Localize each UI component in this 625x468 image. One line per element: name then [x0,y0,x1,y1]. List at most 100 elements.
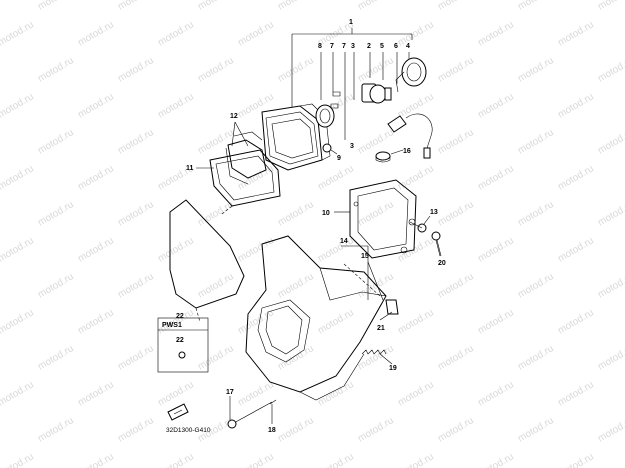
watermark-text: motod.ru [396,163,436,192]
headlight-bulb [361,83,392,104]
watermark-text: motod.ru [596,343,625,372]
watermark-text: motod.ru [436,415,476,444]
watermark-text: motod.ru [396,307,436,336]
callout-7: 7 [342,43,346,50]
watermark-text: motod.ru [436,127,476,156]
watermark-text: motod.ru [516,199,556,228]
callout-13: 13 [430,209,438,216]
callout-18: 18 [268,427,276,434]
headlight-lens-unit [261,103,331,171]
watermark-text: motod.ru [436,55,476,84]
watermark-text: motod.ru [476,235,516,264]
watermark-text: motod.ru [516,127,556,156]
watermark-text: motod.ru [316,379,356,408]
watermark-text: motod.ru [316,307,356,336]
bolt-13 [409,221,427,233]
watermark-text: motod.ru [236,19,276,48]
watermark-text: motod.ru [236,235,276,264]
callout-7: 7 [330,43,334,50]
watermark-text: motod.ru [396,451,436,468]
watermark-text: motod.ru [396,379,436,408]
bulb-cover [395,57,427,93]
watermark-text: motod.ru [156,451,196,468]
watermark-text: motod.ru [116,0,156,13]
callout-15: 15 [361,253,369,260]
watermark-text: motod.ru [316,163,356,192]
callout-10: 10 [322,210,330,217]
watermark-text: motod.ru [516,415,556,444]
front-arrow-icon [167,403,189,421]
watermark-text: motod.ru [356,415,396,444]
bolt-20 [431,231,441,257]
callout-2: 2 [367,43,371,50]
watermark-text: motod.ru [396,91,436,120]
watermark-text: motod.ru [356,0,396,13]
watermark-text: motod.ru [236,379,276,408]
small-bolt-9 [322,143,332,153]
callout-8: 8 [318,43,322,50]
watermark-text: motod.ru [196,343,236,372]
watermark-text: motod.ru [556,19,596,48]
watermark-text: motod.ru [116,343,156,372]
watermark-text: motod.ru [396,235,436,264]
watermark-text: motod.ru [556,307,596,336]
watermark-text: motod.ru [36,343,76,372]
watermark-text: motod.ru [0,19,36,48]
headlight-cowl [245,235,387,401]
watermark-text: motod.ru [556,163,596,192]
pws1-variant-box [157,317,209,373]
watermark-text: motod.ru [116,199,156,228]
callout-22: 22 [176,337,184,344]
spring-19 [361,349,387,355]
watermark-text: motod.ru [356,199,396,228]
callout-9: 9 [337,155,341,162]
watermark-text: motod.ru [116,415,156,444]
callout-3: 3 [350,143,354,150]
watermark-text: motod.ru [0,163,36,192]
watermark-text: motod.ru [596,199,625,228]
watermark-text: motod.ru [76,235,116,264]
top-bracket [291,28,413,140]
watermark-text: motod.ru [476,91,516,120]
watermark-text: motod.ru [76,307,116,336]
watermark-text: motod.ru [276,271,316,300]
watermark-text: motod.ru [76,451,116,468]
watermark-text: motod.ru [516,343,556,372]
watermark-text: motod.ru [36,0,76,13]
callout-21: 21 [377,325,385,332]
watermark-text: motod.ru [0,235,36,264]
watermark-text: motod.ru [436,0,476,13]
callout-4: 4 [406,43,410,50]
watermark-text: motod.ru [76,163,116,192]
watermark-text: motod.ru [76,379,116,408]
watermark-text: motod.ru [156,379,196,408]
callout-19: 19 [389,365,397,372]
watermark-text: motod.ru [516,55,556,84]
watermark-text: motod.ru [236,451,276,468]
nut-18 [269,399,277,405]
headlight-bracket [349,179,417,259]
watermark-text: motod.ru [36,271,76,300]
watermark-text: motod.ru [196,55,236,84]
watermark-text: motod.ru [276,415,316,444]
watermark-text: motod.ru [36,55,76,84]
watermark-text: motod.ru [276,0,316,13]
callout-14: 14 [340,238,348,245]
grommet-16 [375,151,391,163]
clip-part [330,91,341,109]
watermark-text: motod.ru [0,451,36,468]
callout-11: 11 [186,165,194,172]
watermark-text: motod.ru [276,199,316,228]
watermark-text: motod.ru [596,127,625,156]
bulb-socket-ring [315,104,335,128]
watermark-text: motod.ru [596,0,625,13]
watermark-text: motod.ru [436,343,476,372]
watermark-text: motod.ru [36,127,76,156]
callout-20: 20 [438,260,446,267]
watermark-text: motod.ru [36,415,76,444]
watermark-text: motod.ru [476,19,516,48]
watermark-text: motod.ru [356,55,396,84]
watermark-text: motod.ru [316,451,356,468]
